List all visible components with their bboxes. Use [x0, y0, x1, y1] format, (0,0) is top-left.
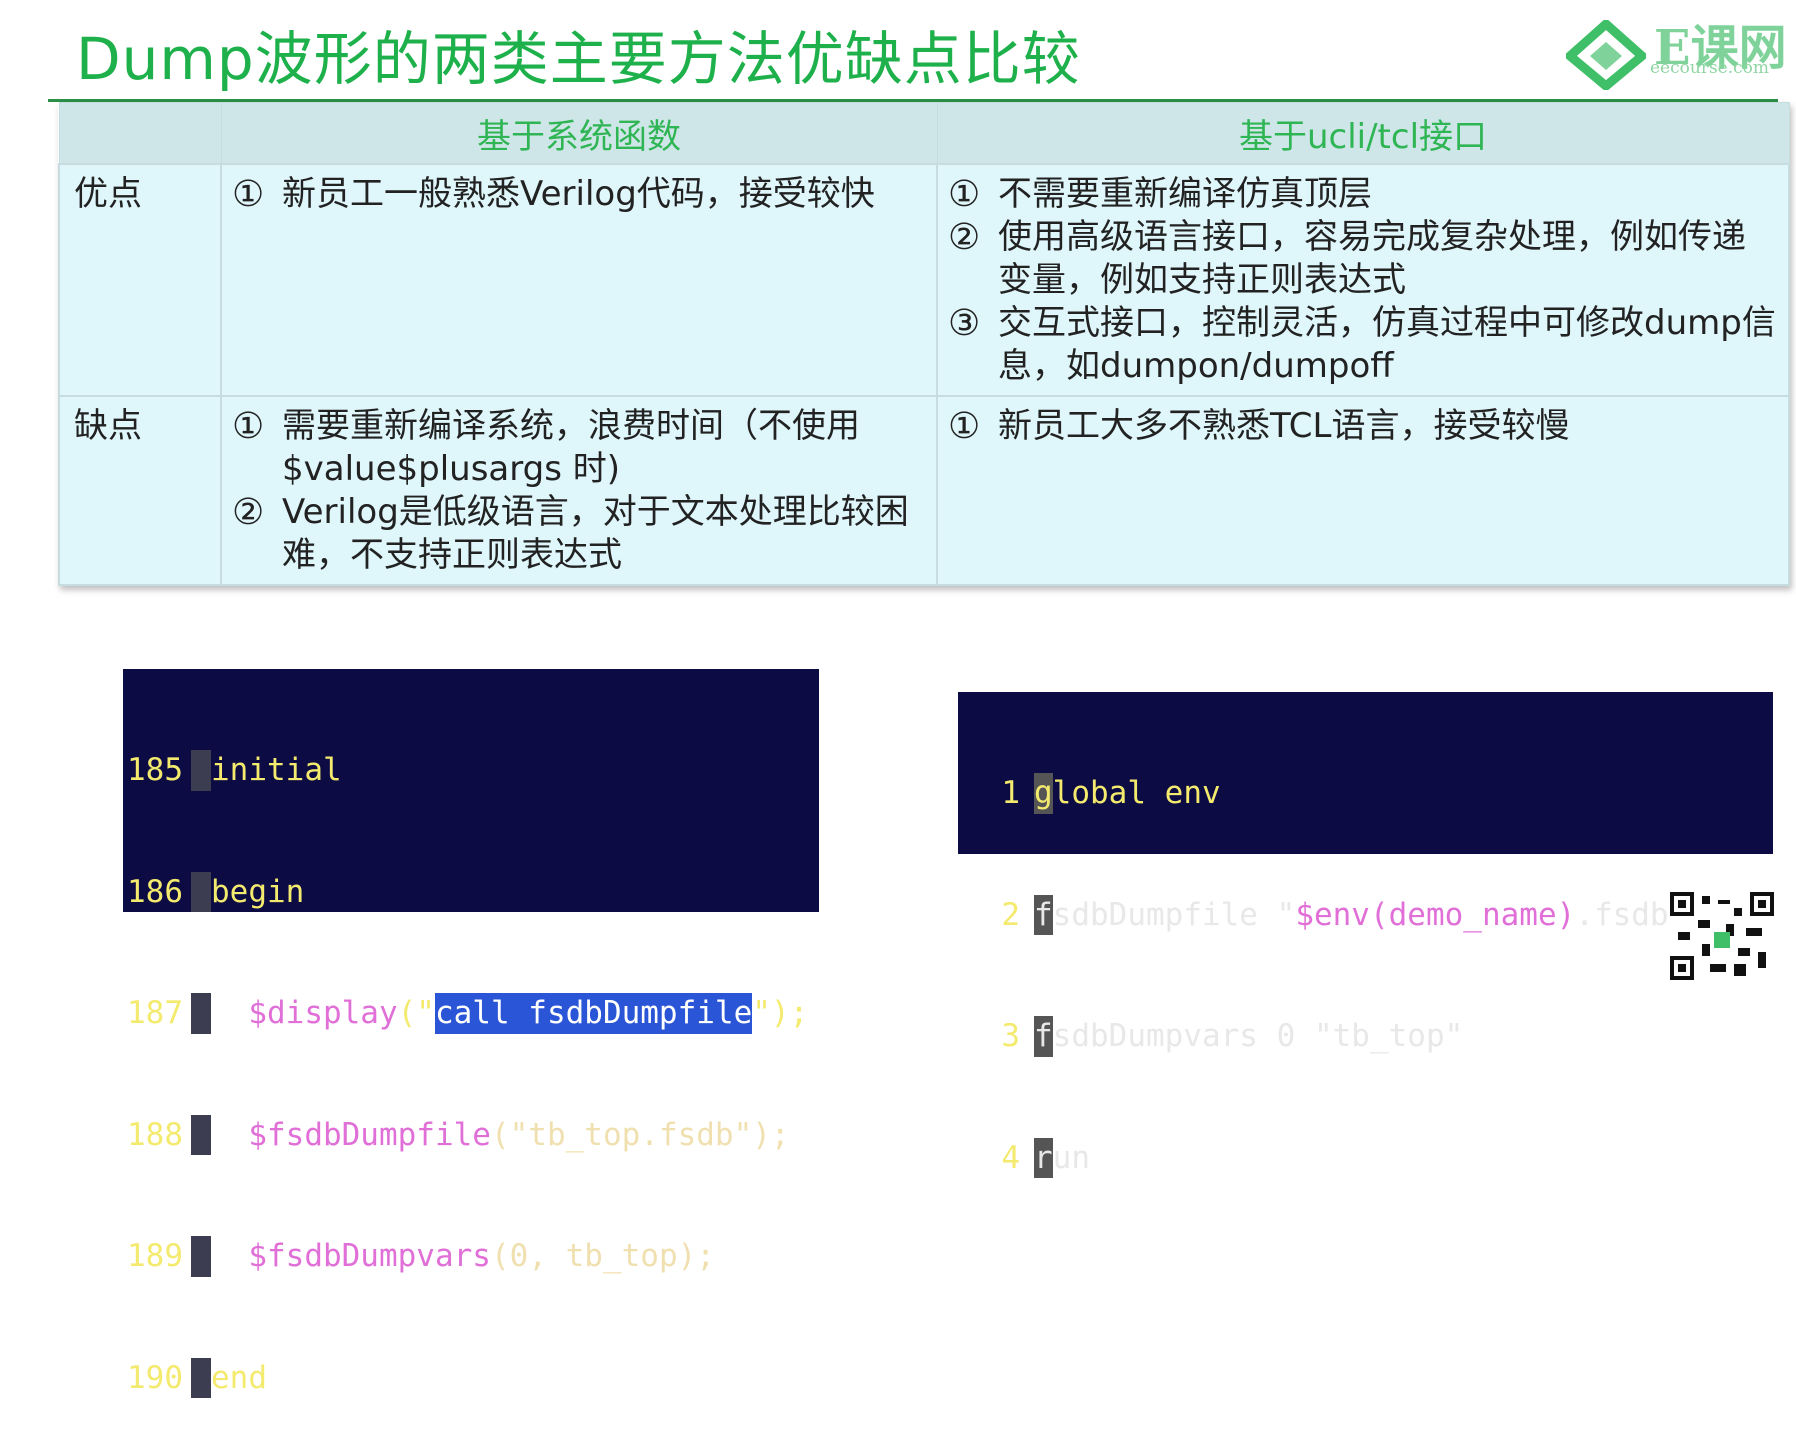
line-number: 187	[127, 995, 183, 1031]
line-number: 189	[127, 1238, 183, 1274]
cursor-char: f	[1034, 1016, 1053, 1057]
code-command: un	[1052, 1139, 1090, 1176]
code-line: 186 begin	[123, 871, 819, 912]
logo-text: E课网	[1654, 20, 1787, 76]
slide-title: Dump波形的两类主要方法优缺点比较	[76, 25, 1081, 93]
header-ucli-tcl: 基于ucli/tcl接口	[936, 102, 1790, 165]
code-command: sdbDumpfile "	[1052, 896, 1296, 933]
row-label-pros: 优点	[58, 163, 222, 397]
code-keyword: initial	[211, 752, 342, 788]
eecourse-logo: E课网 eecourse.com	[1560, 6, 1796, 90]
verilog-code-panel[interactable]: 185 initial 186 begin 187 $display("call…	[123, 669, 819, 1398]
item-text: 需要重新编译系统，浪费时间（不使用$value$plusargs 时)	[282, 406, 860, 489]
list-item: ① 不需要重新编译仿真顶层	[948, 173, 1778, 216]
line-number: 188	[127, 1116, 183, 1153]
item-text: 交互式接口，控制灵活，仿真过程中可修改dump信息，如dumpon/dumpof…	[998, 303, 1776, 386]
code-function: $fsdbDumpvars	[248, 1238, 491, 1274]
line-number: 1	[1001, 775, 1020, 811]
pros-ucli-tcl-cell: ① 不需要重新编译仿真顶层 ② 使用高级语言接口，容易完成复杂处理，例如传递变量…	[936, 163, 1790, 397]
line-number: 4	[1001, 1139, 1020, 1176]
code-line: 187 $display("call fsdbDumpfile");	[123, 993, 819, 1034]
code-keyword: begin	[211, 873, 305, 910]
item-number: ①	[948, 406, 981, 447]
code-string: .fsdb"	[1575, 896, 1688, 933]
code-function: $display	[248, 995, 398, 1031]
code-keyword: lobal env	[1052, 775, 1221, 811]
cursor-char: g	[1034, 773, 1053, 814]
cursor-char: f	[1034, 894, 1053, 935]
code-function: $fsdbDumpfile	[248, 1116, 491, 1153]
list-item: ② 使用高级语言接口，容易完成复杂处理，例如传递变量，例如支持正则表达式	[948, 216, 1778, 302]
code-variable: $env(demo_name)	[1295, 896, 1576, 933]
list-item: ② Verilog是低级语言，对于文本处理比较困难，不支持正则表达式	[232, 491, 926, 577]
code-punct: ");	[752, 995, 809, 1031]
item-text: 新员工大多不熟悉TCL语言，接受较慢	[998, 406, 1570, 446]
item-number: ②	[232, 492, 265, 533]
code-punct: ("	[397, 995, 435, 1031]
cons-ucli-tcl-cell: ① 新员工大多不熟悉TCL语言，接受较慢	[936, 395, 1790, 586]
list-item: ③ 交互式接口，控制灵活，仿真过程中可修改dump信息，如dumpon/dump…	[948, 302, 1778, 388]
item-number: ②	[948, 217, 981, 258]
cursor-column	[191, 1357, 211, 1398]
list-item: ① 需要重新编译系统，浪费时间（不使用$value$plusargs 时)	[232, 405, 926, 491]
code-args: ("tb_top.fsdb");	[490, 1116, 790, 1153]
code-line: 190 end	[123, 1357, 819, 1398]
logo-diamond-icon	[1566, 20, 1646, 90]
pros-system-function-cell: ① 新员工一般熟悉Verilog代码，接受较快	[220, 163, 938, 397]
code-args: (0, tb_top);	[490, 1238, 715, 1274]
line-number: 186	[127, 873, 183, 910]
code-line: 188 $fsdbDumpfile("tb_top.fsdb");	[123, 1114, 819, 1155]
list-item: ① 新员工大多不熟悉TCL语言，接受较慢	[948, 405, 1778, 448]
header-empty	[58, 102, 222, 165]
item-number: ③	[948, 303, 981, 344]
code-keyword: end	[211, 1359, 267, 1396]
qr-code-icon	[1670, 892, 1774, 980]
cursor-column	[191, 993, 211, 1034]
cursor-column	[191, 1114, 211, 1155]
item-text: 新员工一般熟悉Verilog代码，接受较快	[282, 174, 875, 214]
cons-system-function-cell: ① 需要重新编译系统，浪费时间（不使用$value$plusargs 时) ② …	[220, 395, 938, 586]
line-number: 3	[1001, 1018, 1020, 1054]
line-number: 190	[127, 1359, 183, 1396]
item-number: ①	[232, 406, 265, 447]
cursor-column	[191, 1236, 211, 1277]
logo-url: eecourse.com	[1650, 58, 1770, 78]
cursor-column	[191, 871, 211, 912]
title-divider	[48, 99, 1778, 102]
selected-text[interactable]: call fsdbDumpfile	[434, 993, 753, 1034]
line-number: 2	[1001, 896, 1020, 933]
header-system-function: 基于系统函数	[220, 102, 938, 165]
table-row-pros: 优点 ① 新员工一般熟悉Verilog代码，接受较快 ① 不需要重新编译仿真顶层…	[58, 163, 1790, 397]
table-row-cons: 缺点 ① 需要重新编译系统，浪费时间（不使用$value$plusargs 时)…	[58, 395, 1790, 586]
list-item: ① 新员工一般熟悉Verilog代码，接受较快	[232, 173, 926, 216]
code-line: 185 initial	[123, 750, 819, 791]
item-text: 使用高级语言接口，容易完成复杂处理，例如传递变量，例如支持正则表达式	[998, 217, 1746, 300]
comparison-table: 基于系统函数 基于ucli/tcl接口 优点 ① 新员工一般熟悉Verilog代…	[58, 102, 1790, 586]
item-text: 不需要重新编译仿真顶层	[998, 174, 1372, 214]
item-number: ①	[232, 174, 265, 215]
code-command: sdbDumpvars 0 "tb_top"	[1052, 1018, 1464, 1054]
code-line: 189 $fsdbDumpvars(0, tb_top);	[123, 1236, 819, 1277]
table-header-row: 基于系统函数 基于ucli/tcl接口	[58, 102, 1790, 165]
item-text: Verilog是低级语言，对于文本处理比较困难，不支持正则表达式	[282, 492, 909, 575]
line-number: 185	[127, 752, 183, 788]
row-label-cons: 缺点	[58, 395, 222, 586]
item-number: ①	[948, 174, 981, 215]
cursor-column	[191, 750, 211, 791]
cursor-char: r	[1034, 1137, 1053, 1178]
